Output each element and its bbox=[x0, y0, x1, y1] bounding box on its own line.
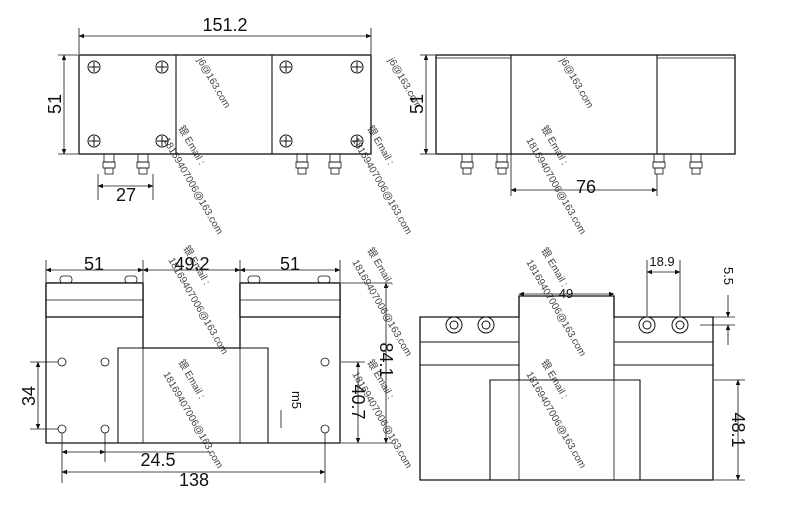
screw-icon bbox=[350, 134, 364, 148]
port-icon bbox=[477, 316, 495, 334]
port-icon bbox=[445, 316, 463, 334]
port-icon bbox=[638, 316, 656, 334]
thread-label: m5 bbox=[289, 391, 304, 409]
dim-label: 24.5 bbox=[140, 450, 175, 470]
bottom-left-view: 51 49.2 51 84.1 40.7 m5 34 24.5 138 bbox=[19, 254, 396, 490]
dim-label: 76 bbox=[576, 177, 596, 197]
dim-label: 51 bbox=[407, 94, 427, 114]
dim-label: 49 bbox=[559, 286, 573, 301]
dim-label: 51 bbox=[45, 94, 65, 114]
dim-label: 151.2 bbox=[202, 15, 247, 35]
dim-label: 51 bbox=[280, 254, 300, 274]
mount-hole-icon bbox=[100, 357, 110, 367]
dim-label: 48.1 bbox=[728, 412, 748, 447]
top-right-view: 51 76 bbox=[407, 54, 736, 197]
screw-icon bbox=[350, 60, 364, 74]
dim-label: 5.5 bbox=[721, 267, 736, 285]
top-right-outline bbox=[435, 54, 736, 155]
dim-label: 84.1 bbox=[376, 342, 396, 377]
mount-hole-icon bbox=[320, 357, 330, 367]
dim-label: 34 bbox=[19, 386, 39, 406]
screw-icon bbox=[279, 134, 293, 148]
bottom-right-view: 18.9 49 5.5 48.1 bbox=[419, 254, 748, 481]
dim-label: 27 bbox=[116, 185, 136, 205]
screw-icon bbox=[279, 60, 293, 74]
dim-label: 51 bbox=[84, 254, 104, 274]
port-icon bbox=[671, 316, 689, 334]
dim-label: 40.7 bbox=[348, 384, 368, 419]
barb-fitting-icon bbox=[102, 153, 342, 175]
screw-icon bbox=[87, 134, 101, 148]
dim-label: 49.2 bbox=[174, 254, 209, 274]
screw-icon bbox=[87, 60, 101, 74]
barb-fitting-icon bbox=[460, 153, 703, 175]
dim-label: 138 bbox=[179, 470, 209, 490]
top-left-outline bbox=[78, 54, 372, 155]
dim-label: 18.9 bbox=[649, 254, 674, 269]
screw-icon bbox=[155, 60, 169, 74]
top-left-view: 151.2 51 27 bbox=[45, 15, 372, 205]
watermark-text: j6@163.com bbox=[385, 55, 423, 110]
screw-icon bbox=[155, 134, 169, 148]
